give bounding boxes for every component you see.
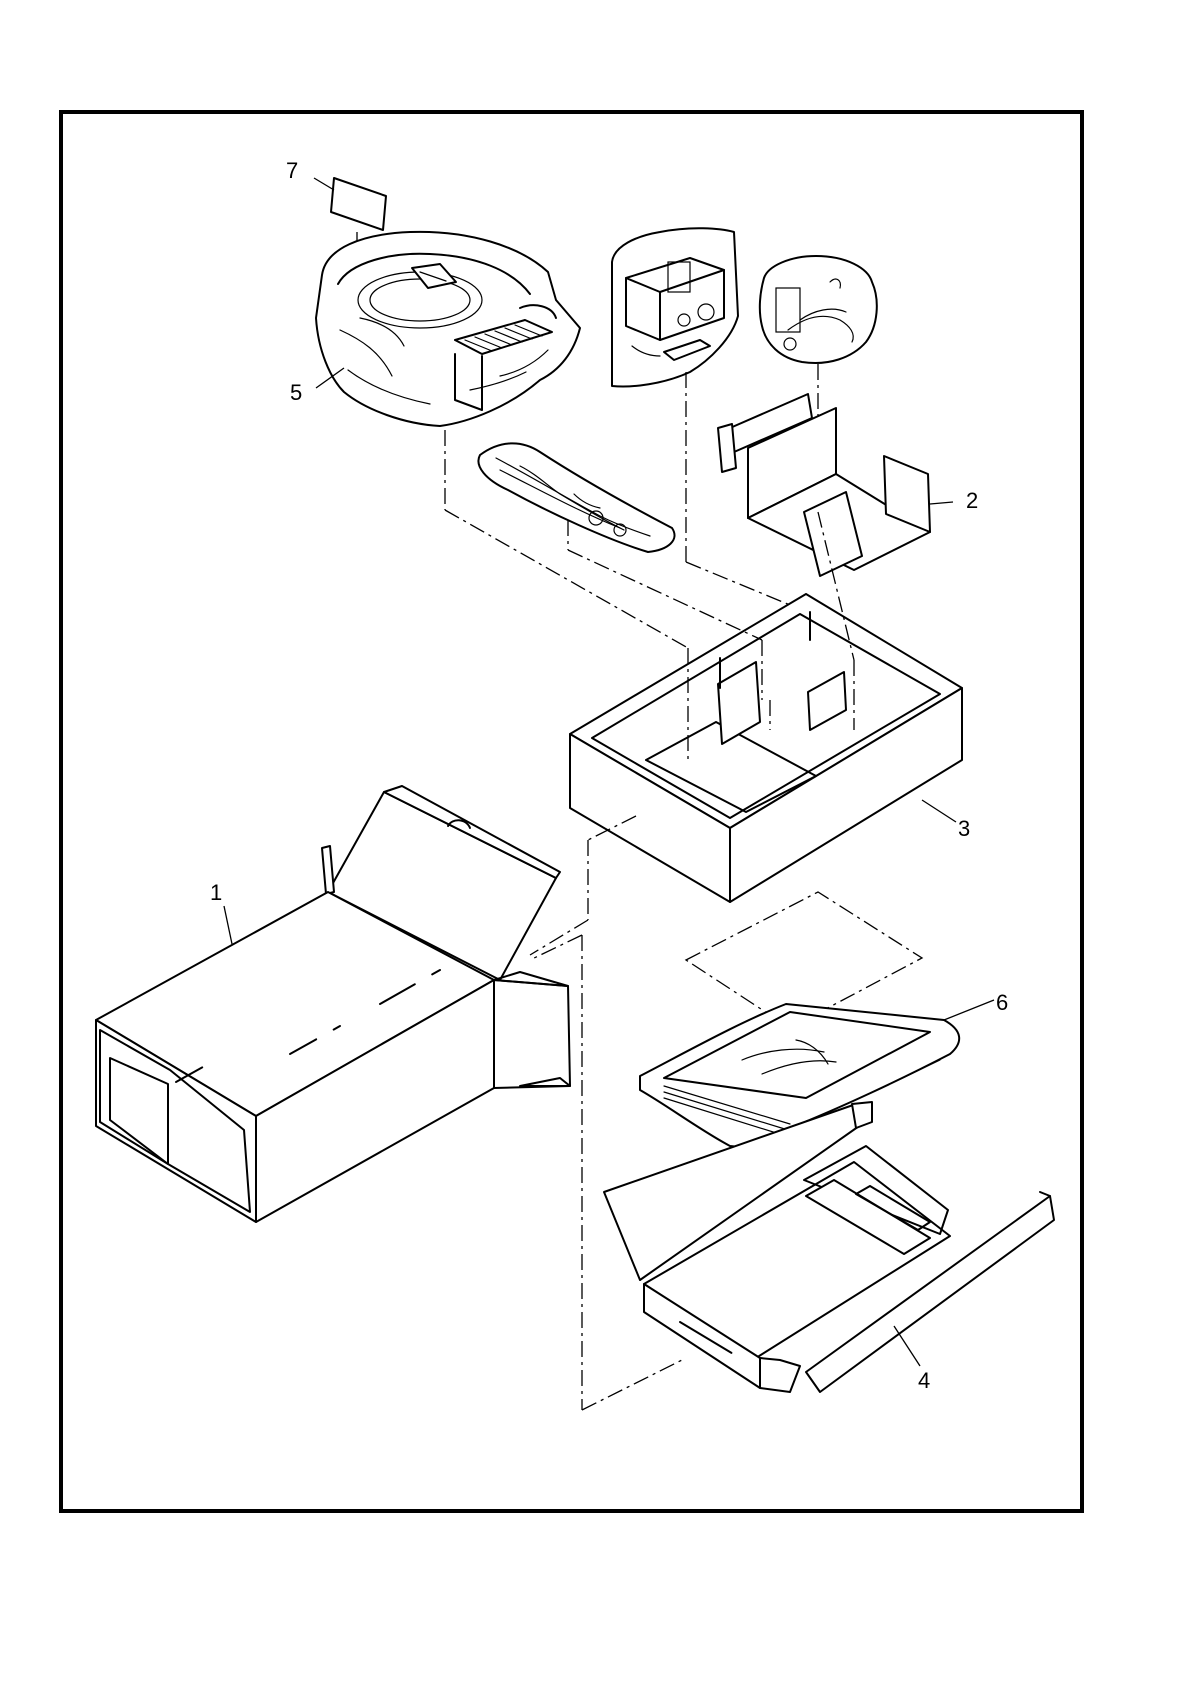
callout-4: 4 [918, 1368, 930, 1393]
part-6-document-bag [640, 892, 959, 1150]
part-3-inner-tray [570, 594, 962, 902]
callout-3: 3 [958, 816, 970, 841]
cable-accessory-bag [478, 443, 674, 552]
part-1-outer-carton [96, 786, 570, 1222]
callout-5: 5 [290, 380, 302, 405]
callout-6: 6 [996, 990, 1008, 1015]
callout-7: 7 [286, 158, 298, 183]
part-2-divider-insert [718, 394, 930, 576]
part-4-bottom-tray [604, 1102, 1054, 1392]
callout-1: 1 [210, 880, 222, 905]
callout-2: 2 [966, 488, 978, 513]
